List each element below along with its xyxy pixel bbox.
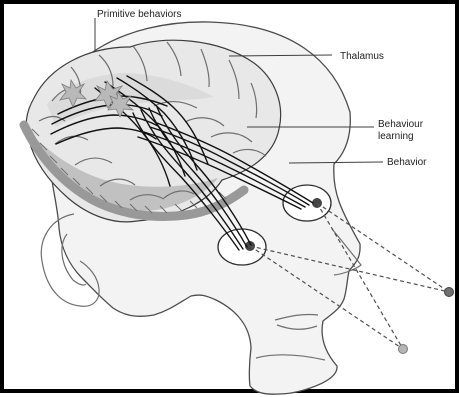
lower-right-label: Behavior	[387, 157, 427, 168]
brain-vision-diagram: Primitive behaviors Thalamus Behaviour l…	[4, 4, 459, 397]
target-point-lower	[399, 345, 408, 354]
middle-right-label-line-2: learning	[378, 131, 414, 142]
top-left-label: Primitive behaviors	[97, 9, 181, 20]
middle-right-label-line-1: Behaviour	[378, 119, 424, 130]
thalamus-label: Thalamus	[340, 51, 384, 62]
target-point-upper	[445, 288, 454, 297]
